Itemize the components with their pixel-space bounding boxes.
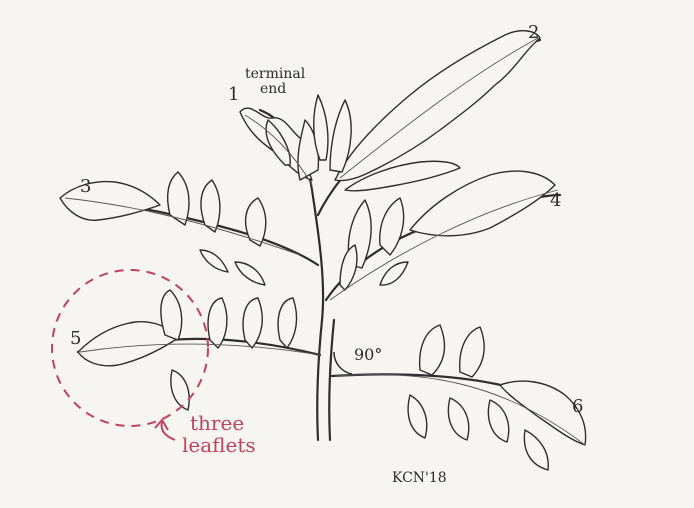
label-5: 5 [70, 328, 81, 349]
label-4: 4 [550, 190, 561, 211]
label-2: 2 [528, 22, 539, 43]
label-1: 1 [228, 84, 239, 105]
leaflet-1 [240, 108, 318, 185]
red-arrow [162, 422, 175, 440]
label-end: end [260, 81, 286, 97]
label-leaflets: leaflets [182, 433, 256, 457]
label-terminal: terminal [245, 66, 306, 82]
leaflet-2 [314, 31, 540, 191]
label-three: three [190, 411, 244, 435]
label-3: 3 [80, 176, 91, 197]
leaflet-5 [78, 290, 320, 410]
angle-label: 90° [354, 345, 382, 364]
angle-arc [334, 352, 352, 374]
leaflet-3 [60, 172, 300, 285]
label-6: 6 [572, 396, 583, 417]
rachis-right-edge [329, 320, 334, 440]
signature: KCN'18 [392, 470, 447, 486]
